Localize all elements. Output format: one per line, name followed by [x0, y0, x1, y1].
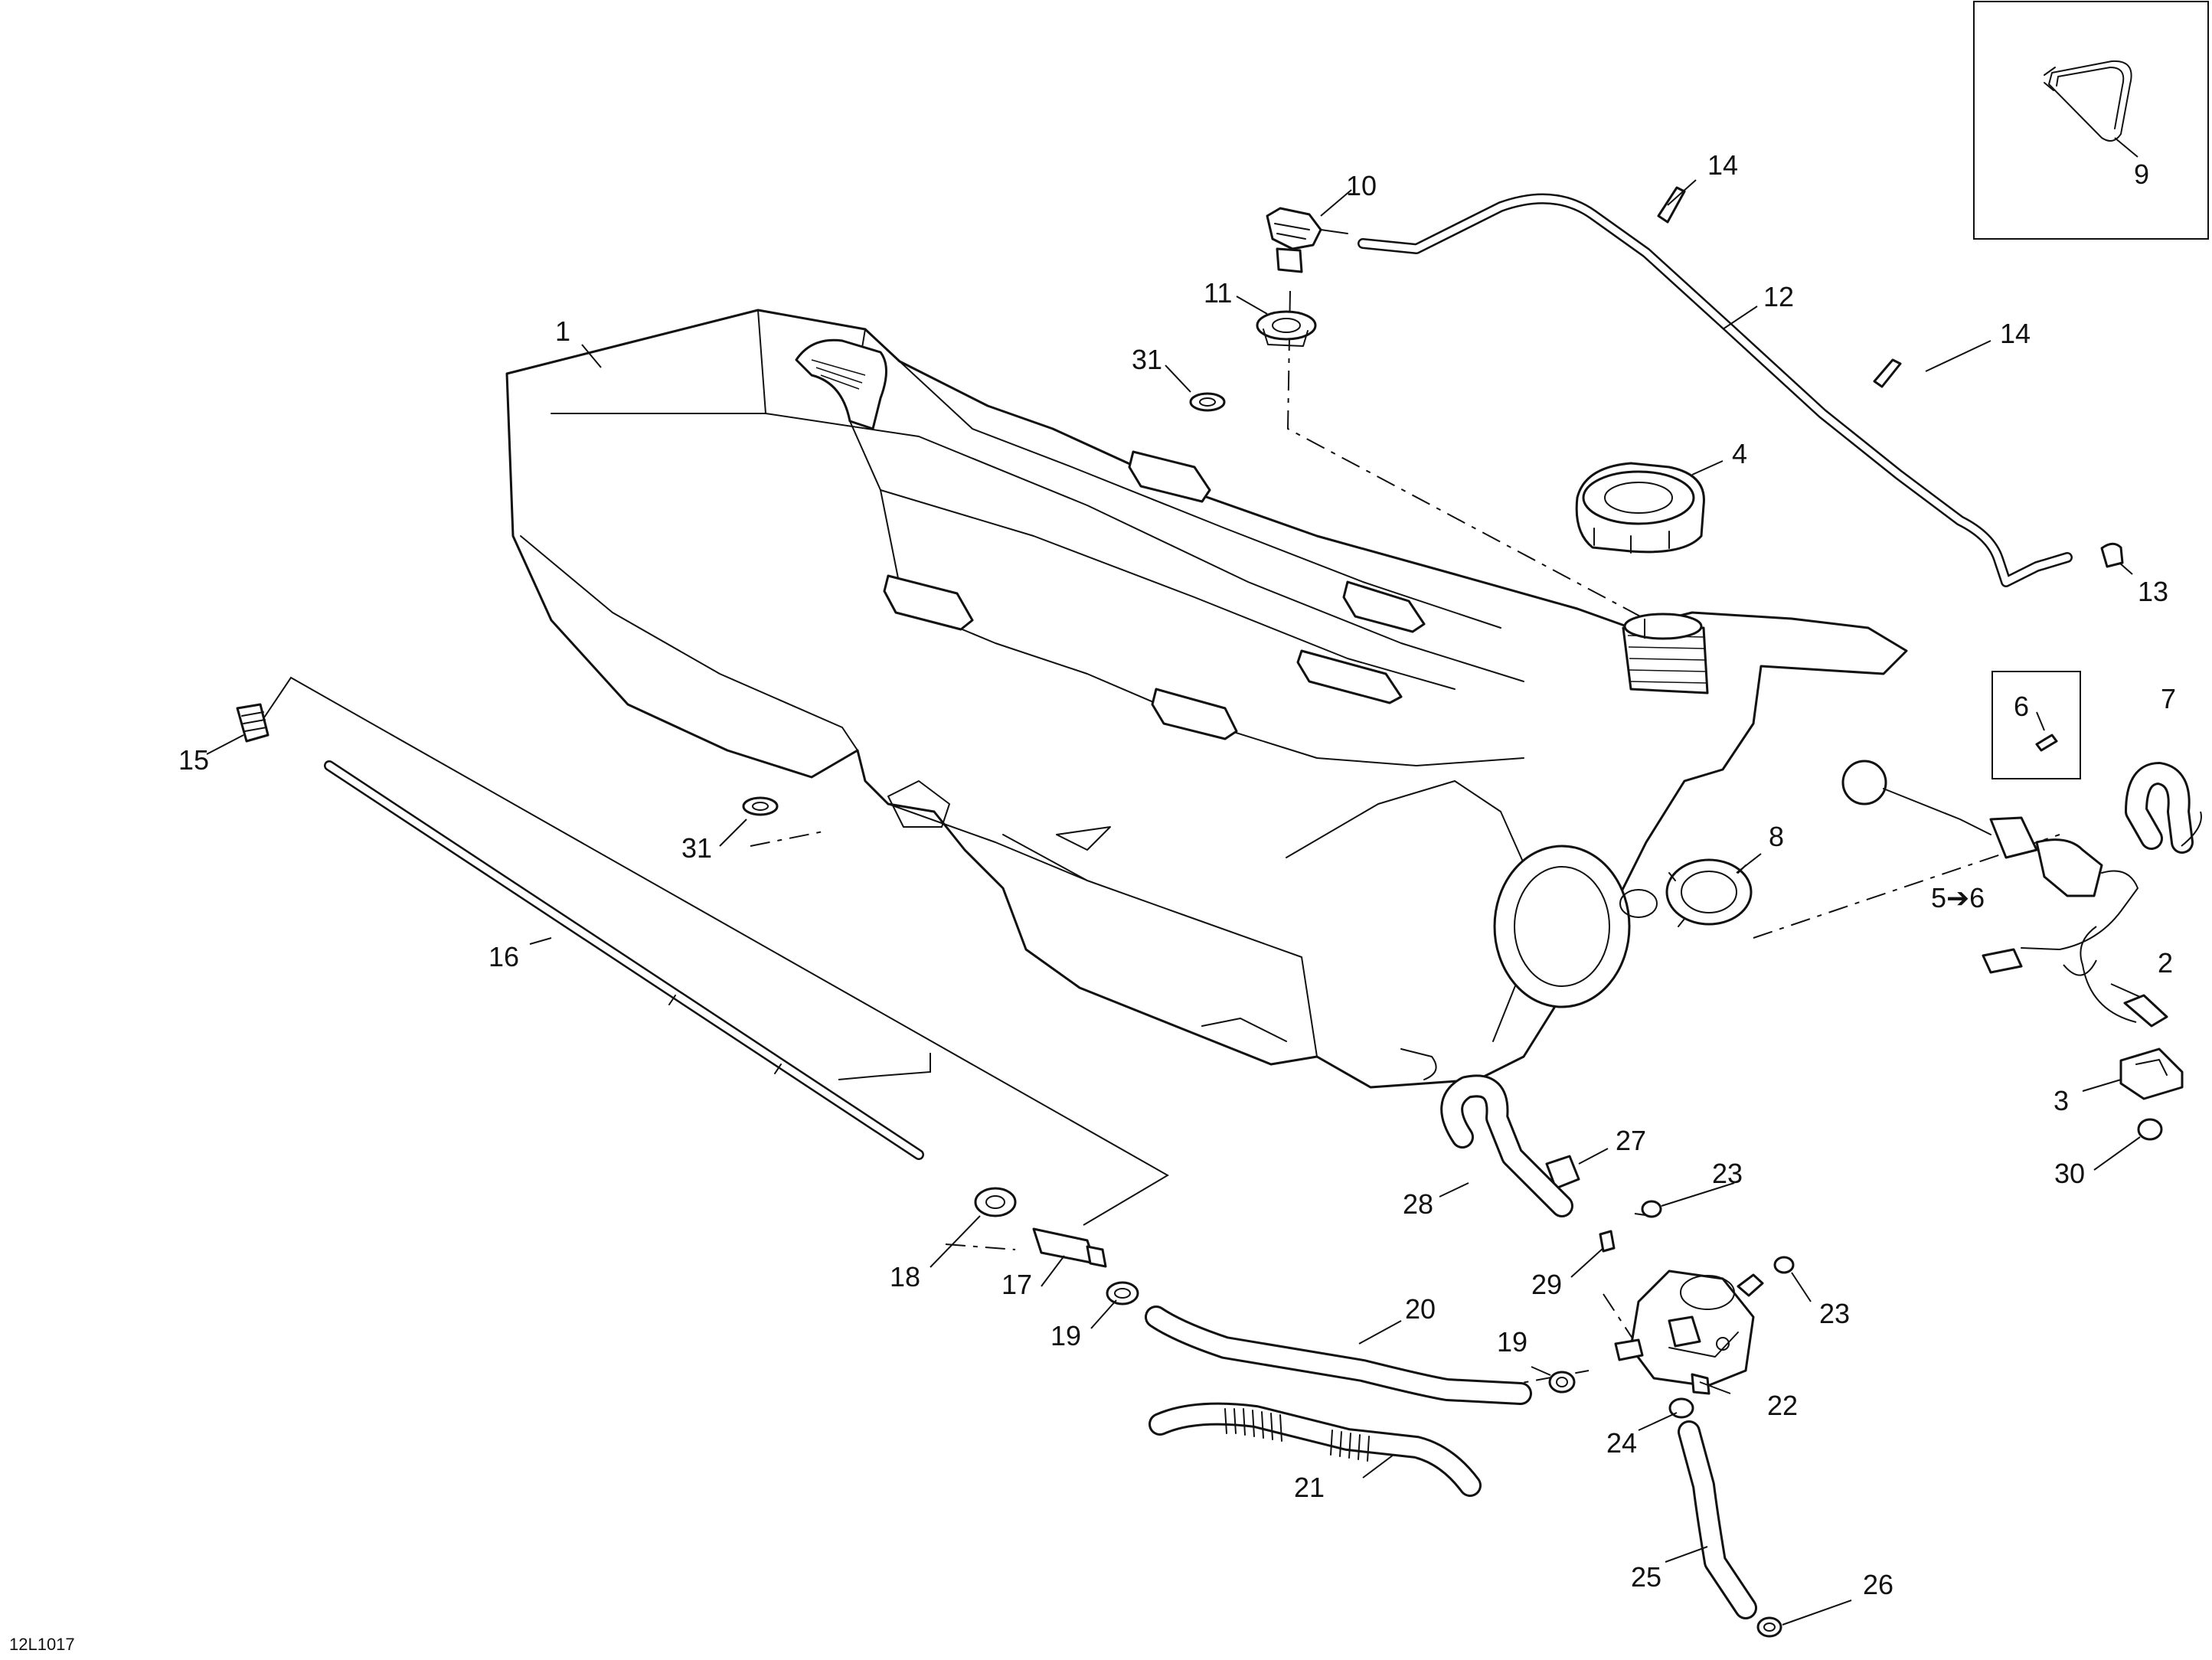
hose-part-25: [1678, 1420, 1757, 1619]
callout-31-lower: 31: [681, 832, 712, 864]
callout-27: 27: [1616, 1125, 1646, 1156]
callout-14-lower: 14: [2000, 318, 2031, 349]
connector-part-29: [1599, 1230, 1616, 1253]
plug-part-30: [2137, 1118, 2163, 1141]
callout-19-left: 19: [1050, 1320, 1081, 1351]
callout-15: 15: [178, 744, 209, 776]
callout-leaders: [206, 179, 2141, 1626]
callout-26: 26: [1863, 1569, 1893, 1600]
fuel-line-part-16: [324, 760, 924, 1160]
filler-cap-part-4: [1575, 462, 1705, 554]
hose-part-28: [1440, 1074, 1573, 1217]
figure-reference-code: 12L1017: [9, 1635, 75, 1654]
clamp-part-19-left: [1106, 1281, 1139, 1305]
callout-23-lower: 23: [1819, 1298, 1850, 1329]
callout-7: 7: [2161, 683, 2176, 714]
callout-20: 20: [1405, 1293, 1436, 1325]
callout-11: 11: [1204, 277, 1232, 309]
callout-2: 2: [2158, 947, 2173, 979]
fuel-tank-part-1: [505, 309, 1908, 1089]
callout-5-to-6: 5➔6: [1931, 882, 1985, 913]
vent-valve-part-10: [1266, 207, 1348, 273]
callout-25: 25: [1631, 1561, 1661, 1593]
callout-23-upper: 23: [1712, 1158, 1743, 1189]
fuse-inset-part-6: [1991, 671, 2081, 779]
clamp-part-26: [1756, 1616, 1782, 1638]
callout-31-upper: 31: [1132, 344, 1162, 375]
fuel-hose-part-20: [1145, 1305, 1532, 1405]
bracket-part-3: [2080, 926, 2184, 1100]
callout-24: 24: [1606, 1427, 1637, 1459]
grommet-part-31-lower: [742, 796, 779, 816]
fuel-level-sensor-part-5: [1841, 760, 2138, 976]
grommet-part-18: [974, 1187, 1017, 1217]
retaining-ring-part-8: [1665, 858, 1753, 927]
callout-16: 16: [488, 941, 519, 972]
callout-4: 4: [1732, 438, 1747, 469]
vent-hose-part-12: [1358, 193, 2073, 587]
callout-13: 13: [2138, 576, 2168, 607]
inset-box-part-9: [1973, 1, 2209, 240]
clamp-part-23-lower: [1773, 1256, 1795, 1274]
clamp-part-23-upper: [1641, 1200, 1662, 1218]
fitting-part-15: [236, 703, 270, 743]
callout-29: 29: [1531, 1269, 1562, 1300]
clip-part-14-lower: [1873, 358, 1902, 388]
callout-labels: 1 2 3 4 5➔6 6 7 8 9 10 11 12 13 14 14 15…: [178, 149, 2176, 1600]
clip-part-2: [2123, 994, 2168, 1028]
callout-22: 22: [1767, 1390, 1798, 1421]
callout-3: 3: [2054, 1085, 2069, 1116]
callout-17: 17: [1001, 1269, 1032, 1300]
callout-19-right: 19: [1497, 1326, 1527, 1358]
hose-part-7: [2125, 762, 2202, 854]
callout-21: 21: [1294, 1472, 1325, 1503]
fuel-pump-part-22: [1614, 1270, 1764, 1395]
callout-10: 10: [1346, 170, 1377, 201]
clamp-part-19-right: [1548, 1371, 1576, 1394]
cap-part-27: [1545, 1155, 1580, 1190]
corrugated-hose-part-21: [1148, 1402, 1482, 1497]
callout-12: 12: [1763, 281, 1794, 312]
callout-9: 9: [2134, 158, 2149, 190]
vent-fitting-part-13: [2100, 542, 2124, 568]
callout-1: 1: [555, 315, 570, 347]
callout-8: 8: [1769, 821, 1784, 852]
callout-6: 6: [2014, 691, 2029, 722]
grommet-part-11: [1256, 310, 1317, 347]
callout-18: 18: [890, 1261, 920, 1292]
callout-28: 28: [1403, 1188, 1433, 1220]
callout-14-upper: 14: [1707, 149, 1738, 181]
callout-30: 30: [2054, 1158, 2085, 1189]
grommet-part-31-upper: [1189, 392, 1226, 412]
check-valve-part-17: [1032, 1227, 1107, 1268]
